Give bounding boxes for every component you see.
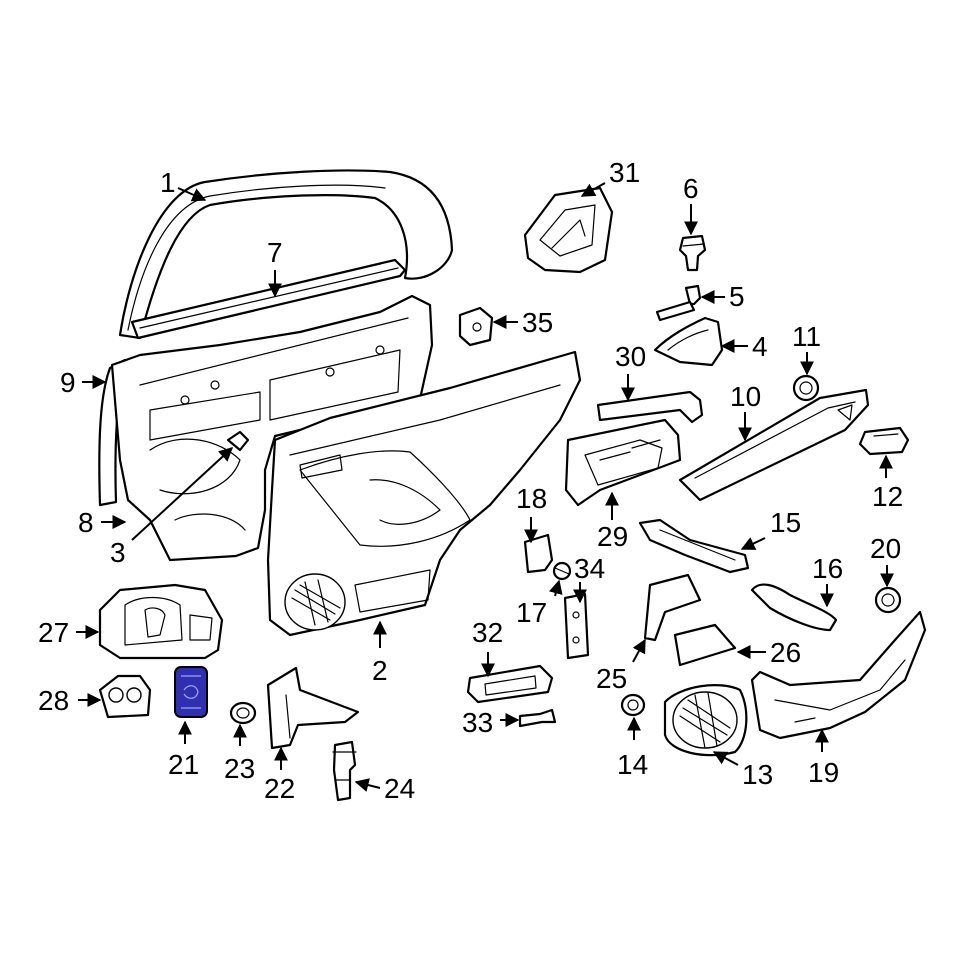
part-17-drawing[interactable] bbox=[552, 561, 572, 581]
callout-5[interactable]: 5 bbox=[729, 281, 745, 312]
callout-11[interactable]: 11 bbox=[792, 321, 821, 352]
part-21-drawing[interactable] bbox=[174, 666, 208, 718]
callout-18[interactable]: 18 bbox=[516, 483, 547, 514]
part-30-drawing[interactable] bbox=[596, 390, 704, 424]
part-29-drawing[interactable] bbox=[564, 418, 682, 507]
part-32-drawing[interactable] bbox=[466, 664, 554, 704]
part-23-drawing[interactable] bbox=[229, 701, 257, 725]
part-3-drawing[interactable] bbox=[226, 430, 250, 452]
part-4-drawing[interactable] bbox=[653, 316, 724, 367]
part-15-drawing[interactable] bbox=[638, 518, 750, 574]
part-35-drawing[interactable] bbox=[458, 306, 494, 347]
callout-15[interactable]: 15 bbox=[770, 507, 801, 538]
part-10-drawing[interactable] bbox=[678, 388, 870, 502]
part-20-drawing[interactable] bbox=[874, 586, 902, 614]
callout-30[interactable]: 30 bbox=[615, 341, 646, 372]
callout-31[interactable]: 31 bbox=[609, 157, 640, 188]
part-1-drawing[interactable] bbox=[118, 169, 454, 340]
part-8-drawing[interactable] bbox=[110, 294, 434, 562]
callout-8[interactable]: 8 bbox=[78, 507, 94, 538]
part-19-drawing[interactable] bbox=[750, 610, 927, 740]
callout-34[interactable]: 34 bbox=[574, 553, 605, 584]
callout-25[interactable]: 25 bbox=[596, 663, 627, 694]
callout-14[interactable]: 14 bbox=[617, 749, 648, 780]
callout-26[interactable]: 26 bbox=[770, 637, 801, 668]
callout-13[interactable]: 13 bbox=[742, 759, 773, 790]
part-6-drawing[interactable] bbox=[678, 234, 707, 272]
part-12-drawing[interactable] bbox=[858, 426, 910, 456]
callout-32[interactable]: 32 bbox=[472, 617, 503, 648]
part-2-drawing[interactable] bbox=[266, 350, 582, 637]
callout-27[interactable]: 27 bbox=[38, 617, 69, 648]
part-28-drawing[interactable] bbox=[98, 674, 152, 719]
part-24-drawing[interactable] bbox=[332, 740, 357, 802]
callout-21[interactable]: 21 bbox=[168, 749, 199, 780]
callout-17[interactable]: 17 bbox=[516, 597, 547, 628]
callout-22[interactable]: 22 bbox=[264, 773, 295, 804]
callout-28[interactable]: 28 bbox=[38, 685, 69, 716]
callout-33[interactable]: 33 bbox=[462, 707, 493, 738]
callout-16[interactable]: 16 bbox=[812, 553, 843, 584]
part-18-drawing[interactable] bbox=[523, 533, 554, 574]
callout-7[interactable]: 7 bbox=[267, 237, 283, 268]
part-5-drawing[interactable] bbox=[655, 284, 702, 322]
callout-29[interactable]: 29 bbox=[597, 521, 628, 552]
callout-labels: 1 2 3 4 5 6 7 8 9 10 11 12 13 14 15 16 1… bbox=[38, 157, 903, 804]
part-22-drawing[interactable] bbox=[266, 666, 360, 750]
callout-10[interactable]: 10 bbox=[730, 381, 761, 412]
part-11-drawing[interactable] bbox=[792, 374, 820, 402]
callout-35[interactable]: 35 bbox=[522, 307, 553, 338]
part-7-drawing[interactable] bbox=[130, 258, 407, 340]
callout-1[interactable]: 1 bbox=[160, 167, 176, 198]
callout-2[interactable]: 2 bbox=[372, 655, 388, 686]
callout-leaders bbox=[76, 182, 894, 792]
part-33-drawing[interactable] bbox=[518, 708, 557, 728]
part-27-drawing[interactable] bbox=[98, 583, 224, 660]
part-31-drawing[interactable] bbox=[523, 186, 614, 274]
callout-23[interactable]: 23 bbox=[224, 753, 255, 784]
part-14-drawing[interactable] bbox=[620, 693, 646, 717]
part-13-drawing[interactable] bbox=[663, 684, 748, 757]
part-26-drawing[interactable] bbox=[673, 623, 737, 667]
callout-6[interactable]: 6 bbox=[683, 173, 699, 204]
callout-9[interactable]: 9 bbox=[60, 367, 76, 398]
callout-12[interactable]: 12 bbox=[872, 481, 903, 512]
callout-24[interactable]: 24 bbox=[384, 773, 415, 804]
callout-20[interactable]: 20 bbox=[870, 533, 901, 564]
part-25-drawing[interactable] bbox=[643, 573, 702, 642]
callout-3[interactable]: 3 bbox=[110, 537, 126, 568]
part-34-drawing[interactable] bbox=[563, 592, 590, 660]
callout-19[interactable]: 19 bbox=[808, 757, 839, 788]
part-16-drawing[interactable] bbox=[750, 583, 838, 632]
callout-4[interactable]: 4 bbox=[752, 331, 768, 362]
